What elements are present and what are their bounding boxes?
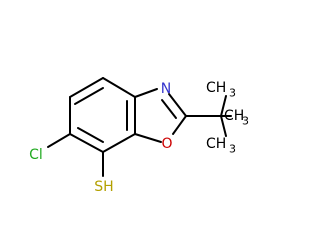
ch-text: CH [206,80,226,96]
bond-o-c7a [134,133,162,143]
bond-c2-o [172,115,187,135]
tert-butyl-group [185,95,232,137]
bond-c7-c6-double [77,127,104,143]
bond-c6-cl [47,133,71,148]
bond-c5-c3a [102,77,136,98]
bond-cq-ch3-bottom [220,115,227,137]
methyl-label-bottom: CH 3 [206,136,236,156]
subscript-3: 3 [242,115,249,128]
molecule-drawing: N O Cl SH CH 3 CH 3 CH 3 [29,77,249,195]
nitrogen-label: N [161,81,171,97]
subscript-3: 3 [229,143,236,156]
structure-canvas: N O Cl SH CH 3 CH 3 CH 3 [29,77,249,195]
bond-c7a-c7 [102,133,136,153]
subscript-3: 3 [229,87,236,100]
ch-text: CH [224,108,244,124]
oxazole-ring [134,88,187,143]
chlorine-label: Cl [29,147,43,163]
bond-c4-c5 [69,77,104,98]
ch-text: CH [206,136,226,152]
bond-c3a-n [134,88,158,98]
bond-cq-ch3-top [220,95,227,117]
bond-n-c2 [168,93,187,117]
bond-n-c2-double [161,99,177,119]
methyl-label-top: CH 3 [206,80,236,100]
methyl-label-mid: CH 3 [224,108,249,128]
bond-c7-c6 [69,133,104,153]
benzene-ring [69,77,136,153]
oxygen-label: O [161,136,172,152]
bond-c4-c5-double [74,87,104,105]
thiol-label: SH [94,179,113,195]
